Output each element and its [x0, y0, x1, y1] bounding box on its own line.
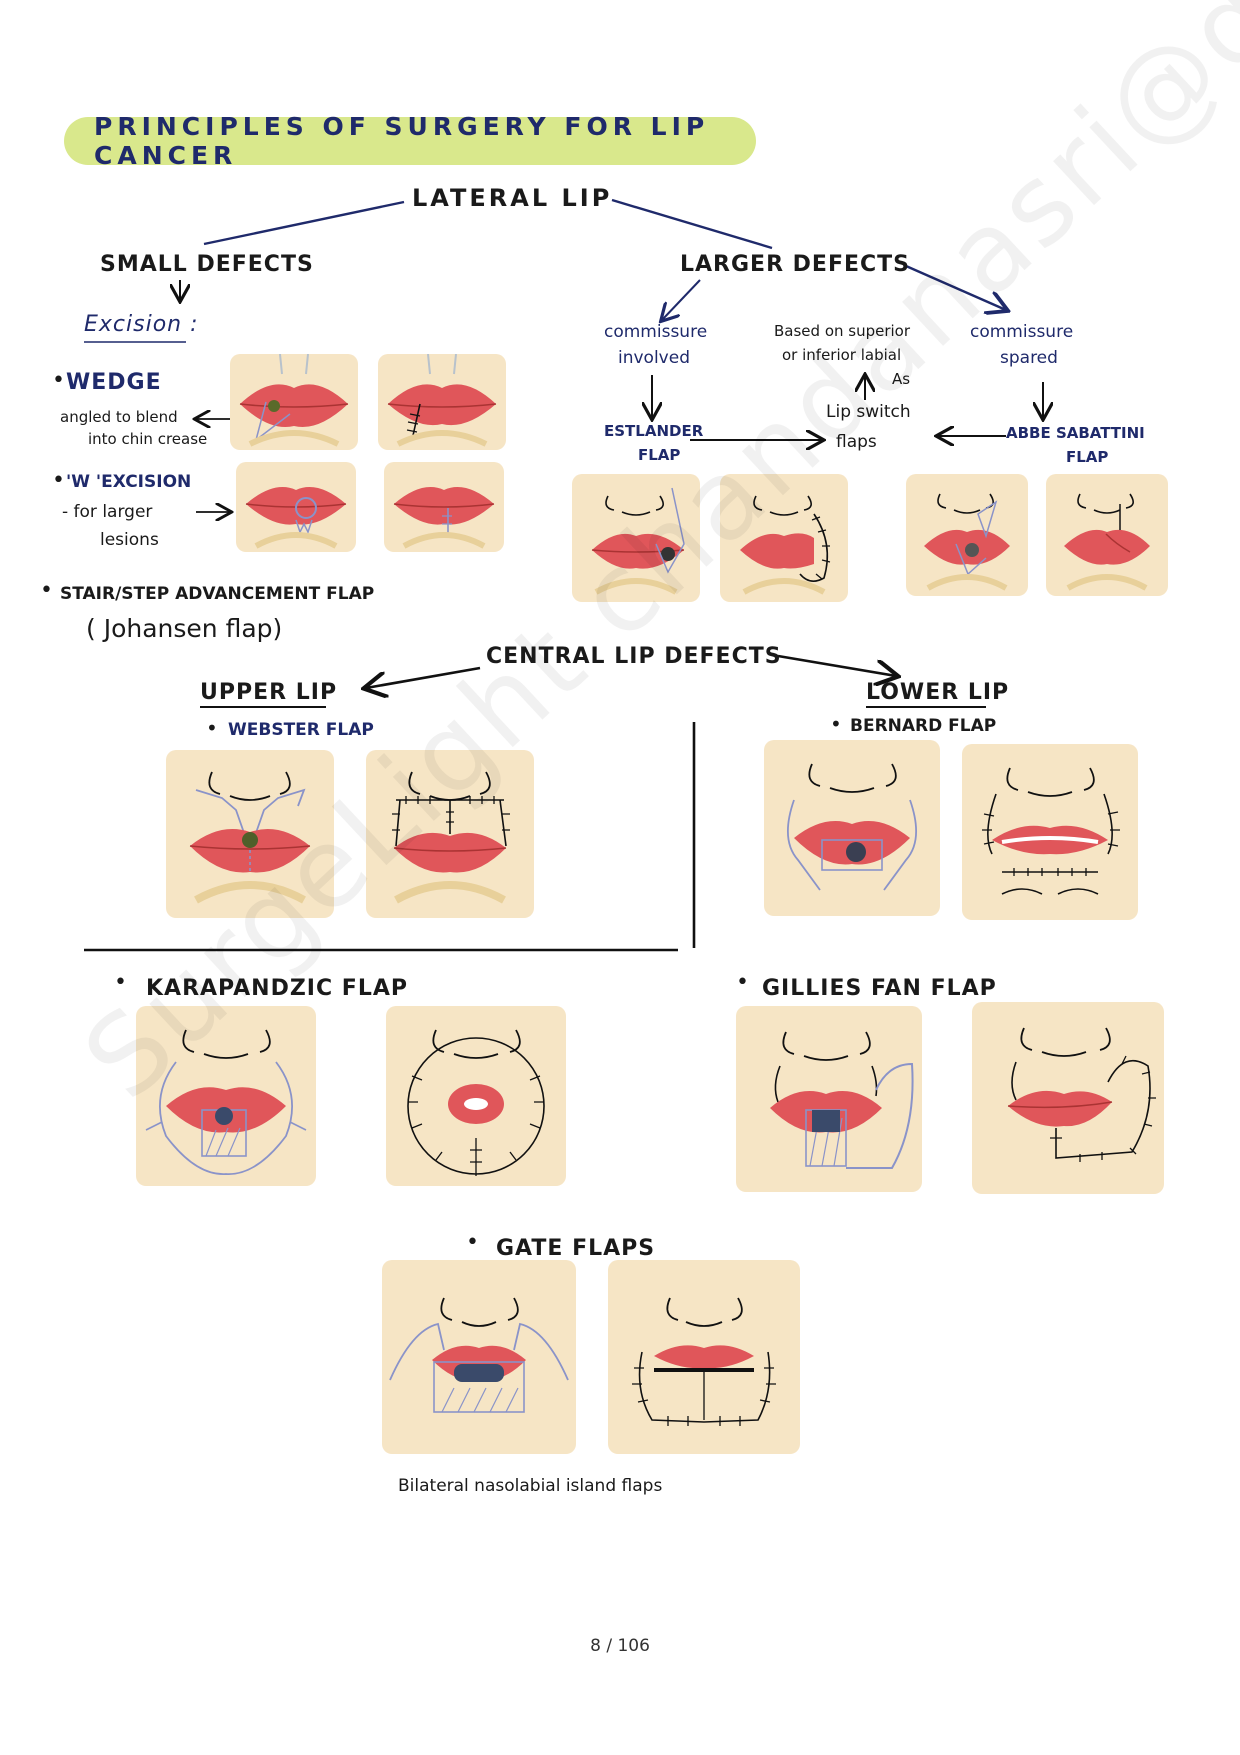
- bernard-diagram-after: [962, 744, 1138, 920]
- bullet-icon: •: [52, 368, 65, 393]
- wedge-diagram-before: [230, 354, 358, 450]
- branch-line-small: [203, 200, 405, 246]
- wedge-note-2: into chin crease: [88, 430, 208, 448]
- karapandzic-diagram-after: [386, 1006, 566, 1186]
- based-on-1: Based on superior: [774, 322, 911, 340]
- branch-line-larger: [611, 198, 773, 250]
- upper-lip-heading: UPPER LIP: [200, 680, 338, 705]
- commissure-involved-2: involved: [618, 348, 690, 368]
- abbe-diagram-after: [1046, 474, 1168, 596]
- bullet-icon: •: [206, 716, 218, 740]
- karapandzic-diagram-before: [136, 1006, 316, 1186]
- wedge-diagram-after: [378, 354, 506, 450]
- estlander-diagram-after: [720, 474, 848, 602]
- gillies-diagram-after: [972, 1002, 1164, 1194]
- w-excision-diagram-after: [384, 462, 504, 552]
- abbe-diagram-before: [906, 474, 1028, 596]
- wedge-label: WEDGE: [66, 370, 162, 395]
- down-arrow-icon: [662, 279, 701, 320]
- central-lip-heading: CENTRAL LIP DEFECTS: [486, 644, 782, 669]
- bullet-icon: •: [40, 578, 53, 603]
- gillies-diagram-before: [736, 1006, 922, 1192]
- abbe-2: FLAP: [1066, 448, 1109, 466]
- based-on-2: or inferior labial: [782, 346, 902, 364]
- johansen-label: ( Johansen flap): [86, 614, 283, 643]
- gate-label: GATE FLAPS: [496, 1236, 656, 1261]
- lateral-lip-heading: LATERAL LIP: [412, 184, 613, 212]
- small-defects-heading: SMALL DEFECTS: [100, 252, 314, 277]
- estlander-diagram-before: [572, 474, 700, 602]
- bullet-icon: •: [830, 712, 842, 736]
- based-on-3: As: [892, 370, 911, 388]
- bernard-diagram-before: [764, 740, 940, 916]
- larger-defects-heading: LARGER DEFECTS: [680, 252, 911, 277]
- bullet-icon: •: [736, 970, 749, 995]
- excision-label: Excision :: [84, 312, 199, 337]
- commissure-involved-1: commissure: [604, 322, 708, 342]
- right-arrow-icon: [777, 654, 896, 676]
- w-excision-label: 'W 'EXCISION: [66, 472, 192, 492]
- lip-switch-1: Lip switch: [826, 402, 911, 422]
- gate-diagram-after: [608, 1260, 800, 1454]
- wedge-note-1: angled to blend: [60, 408, 178, 426]
- w-excision-diagram-before: [236, 462, 356, 552]
- page-title: PRINCIPLES OF SURGERY FOR LIP CANCER: [94, 112, 710, 170]
- bernard-label: BERNARD FLAP: [850, 716, 997, 736]
- gillies-label: GILLIES FAN FLAP: [762, 976, 997, 1001]
- karapandzic-label: KARAPANDZIC FLAP: [146, 976, 408, 1001]
- w-note-2: lesions: [100, 530, 159, 550]
- webster-diagram-before: [166, 750, 334, 918]
- bullet-icon: •: [114, 970, 127, 995]
- page-number: 8 / 106: [590, 1636, 650, 1656]
- gate-diagram-before: [382, 1260, 576, 1454]
- commissure-spared-1: commissure: [970, 322, 1074, 342]
- webster-diagram-after: [366, 750, 534, 918]
- estlander-1: ESTLANDER: [604, 422, 704, 440]
- webster-label: WEBSTER FLAP: [228, 720, 374, 740]
- gate-caption: Bilateral nasolabial island flaps: [398, 1476, 663, 1496]
- bullet-icon: •: [52, 468, 65, 493]
- commissure-spared-2: spared: [1000, 348, 1058, 368]
- bullet-icon: •: [466, 1230, 479, 1255]
- lip-switch-2: flaps: [836, 432, 877, 452]
- lower-lip-heading: LOWER LIP: [866, 680, 1010, 705]
- estlander-2: FLAP: [638, 446, 681, 464]
- title-banner: PRINCIPLES OF SURGERY FOR LIP CANCER: [64, 112, 756, 170]
- abbe-1: ABBE SABATTINI: [1006, 424, 1145, 442]
- w-note-1: - for larger: [62, 502, 153, 522]
- stair-step-label: STAIR/STEP ADVANCEMENT FLAP: [60, 584, 375, 604]
